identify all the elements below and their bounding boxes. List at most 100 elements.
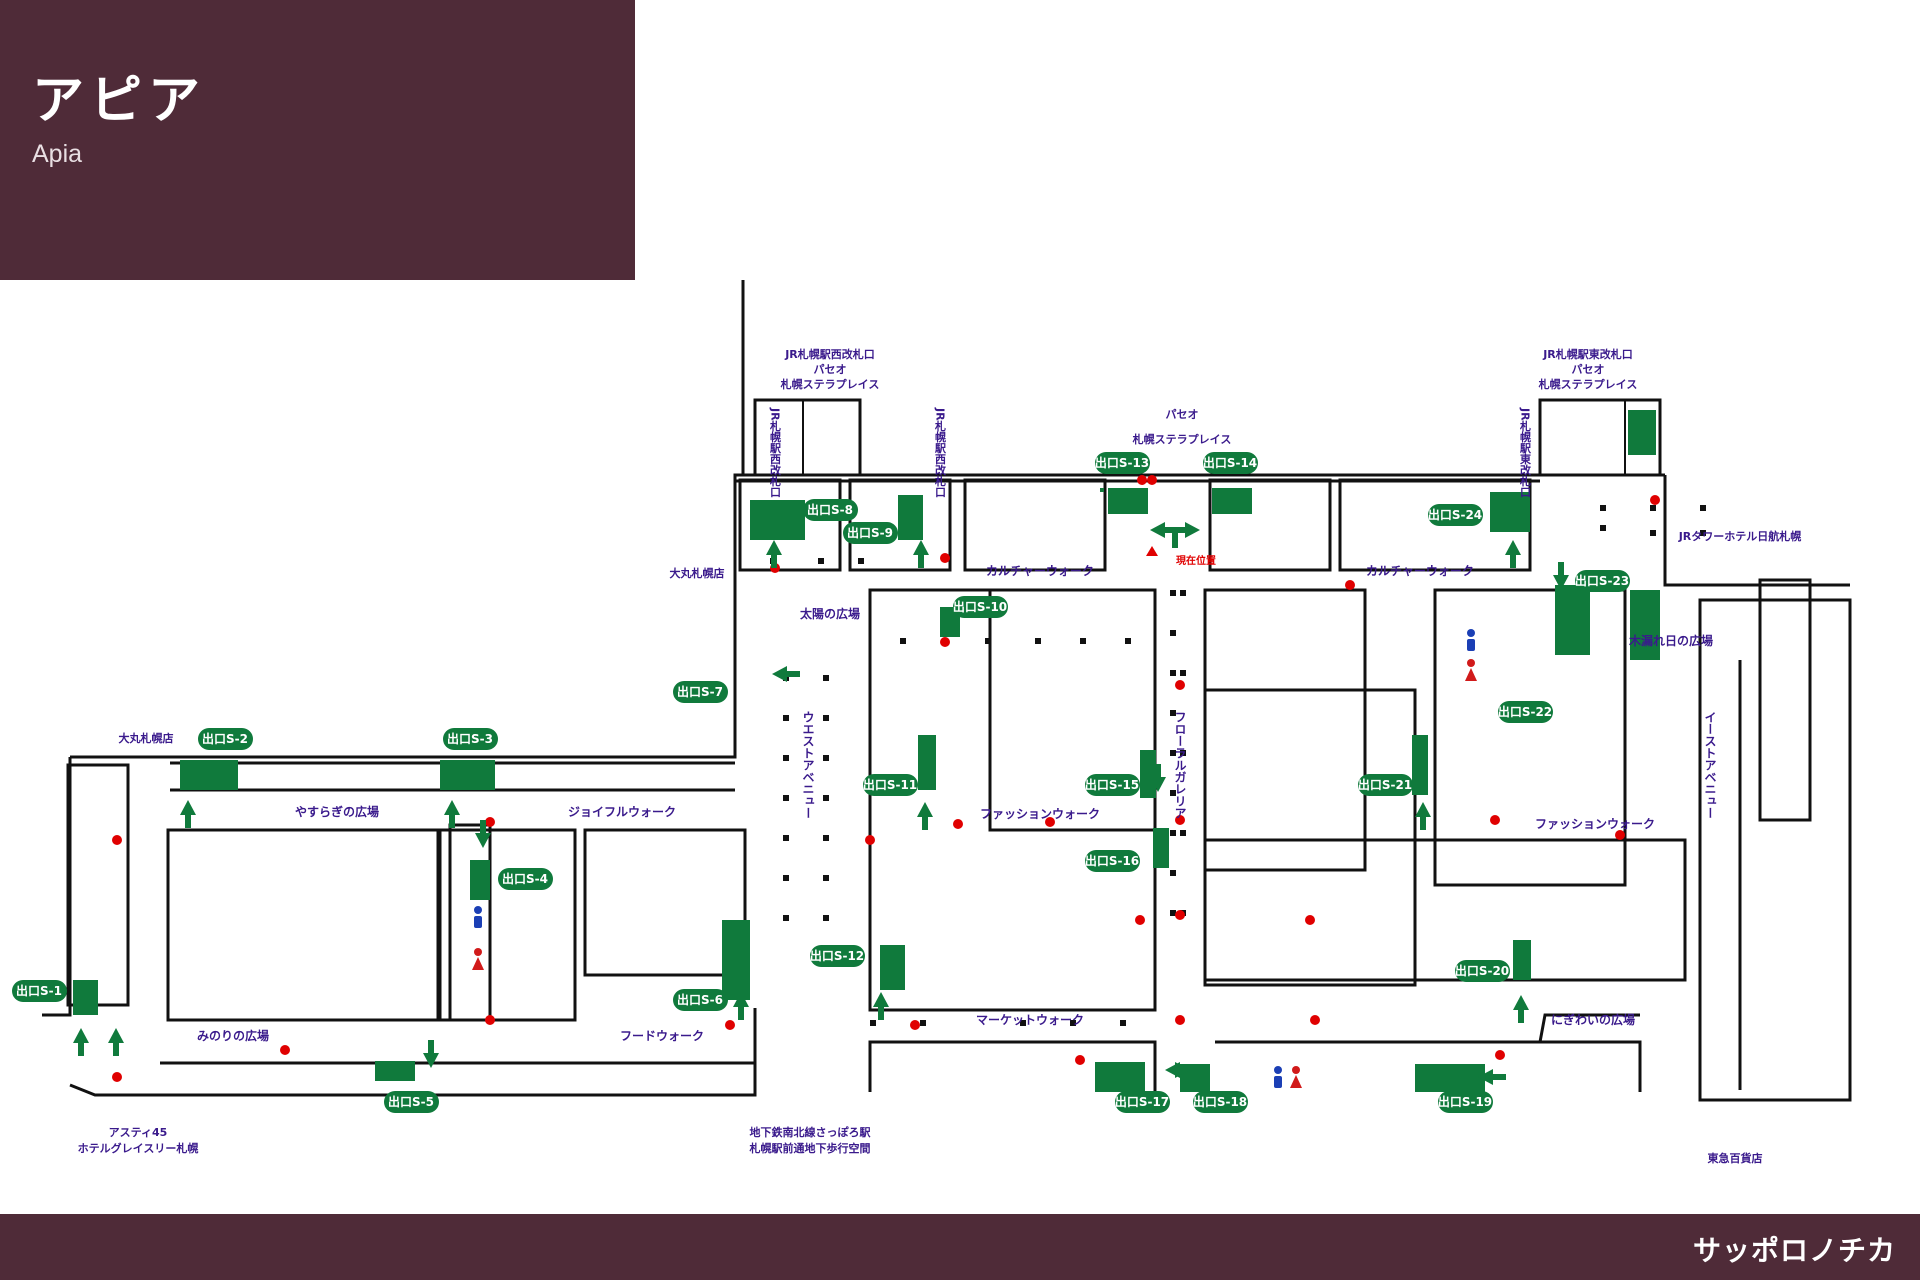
svg-text:出口S-9: 出口S-9 [847,525,893,540]
conn-jr-vertical-3: JR札幌駅東改札口 [1519,407,1533,498]
area-joyful: ジョイフルウォーク [568,805,676,819]
current-location-marker [1146,546,1158,556]
exit-badge-s8[interactable]: 出口S-8 [803,499,858,521]
brand-label: サッポロノチカ [1692,1234,1896,1267]
svg-text:出口S-17: 出口S-17 [1115,1094,1169,1109]
conn-tokyu: 東急百貨店 [1708,1151,1763,1165]
conn-subway-1: 地下鉄南北線さっぽろ駅 [750,1125,871,1139]
connection-labels: 大丸札幌店 大丸札幌店 JR札幌駅西改札口 パセオ 札幌ステラプレイス JR札幌… [78,347,1802,1165]
title-panel: アピア Apia [0,0,635,280]
area-culture-east: カルチャーウォーク [1366,564,1474,578]
exit-badge-s10[interactable]: 出口S-10 [953,596,1008,618]
svg-text:出口S-16: 出口S-16 [1085,853,1139,868]
current-location-label: 現在位置 [1176,554,1216,567]
svg-text:出口S-19: 出口S-19 [1438,1094,1492,1109]
exit-badge-s5[interactable]: 出口S-5 [384,1091,439,1113]
exit-badge-s9[interactable]: 出口S-9 [843,522,898,544]
exit-badge-s3[interactable]: 出口S-3 [443,728,498,750]
exit-badge-s1[interactable]: 出口S-1 [12,980,67,1002]
svg-text:出口S-15: 出口S-15 [1085,777,1139,792]
conn-jr-tower: JRタワーホテル日航札幌 [1678,529,1802,543]
area-east-avenue: イーストアベニュー [1703,711,1717,819]
restroom-icons [474,629,1475,1088]
svg-text:出口S-1: 出口S-1 [16,983,62,998]
exit-badge-s22[interactable]: 出口S-22 [1498,701,1553,723]
svg-text:出口S-5: 出口S-5 [388,1094,434,1109]
exit-badge-s15[interactable]: 出口S-15 [1085,774,1140,796]
svg-text:出口S-21: 出口S-21 [1358,777,1412,792]
conn-jr-vertical-1: JR札幌駅西改札口 [769,407,783,498]
footer-bar: サッポロノチカ [0,1214,1920,1280]
svg-text:出口S-4: 出口S-4 [502,871,548,886]
page-title: アピア [32,71,207,131]
map-walls [42,280,1852,1102]
floor-map: 出口S-1 出口S-2 出口S-3 出口S-4 出口S-5 出口S-6 出口S-… [12,280,1852,1165]
svg-text:出口S-11: 出口S-11 [863,777,917,792]
svg-text:出口S-8: 出口S-8 [807,502,853,517]
svg-text:出口S-7: 出口S-7 [677,684,723,699]
exit-badge-s16[interactable]: 出口S-16 [1085,850,1140,872]
restroom-female-icons [472,659,1477,1088]
svg-text:出口S-12: 出口S-12 [810,948,864,963]
exit-stairs [73,410,1660,1092]
conn-subway-2: 札幌駅前通地下歩行空間 [749,1141,871,1155]
exit-badge-s13[interactable]: 出口S-13 [1095,452,1150,474]
exit-badge-s18[interactable]: 出口S-18 [1193,1091,1248,1113]
exit-badge-s11[interactable]: 出口S-11 [863,774,918,796]
svg-text:出口S-24: 出口S-24 [1428,507,1482,522]
conn-paseo-mid-1: パセオ [1166,408,1199,421]
exit-badge-s19[interactable]: 出口S-19 [1438,1091,1493,1113]
area-floral-galleria: フローラルガレリア [1173,711,1187,819]
area-minori: みのりの広場 [197,1028,269,1043]
svg-text:出口S-3: 出口S-3 [447,731,493,746]
exit-badges: 出口S-1 出口S-2 出口S-3 出口S-4 出口S-5 出口S-6 出口S-… [12,452,1630,1113]
svg-text:出口S-10: 出口S-10 [953,599,1007,614]
area-food: フードウォーク [620,1029,704,1043]
exit-badge-s12[interactable]: 出口S-12 [810,945,865,967]
conn-jr-east-2: パセオ [1572,363,1605,376]
area-culture-west: カルチャーウォーク [986,564,1094,578]
svg-text:出口S-22: 出口S-22 [1498,704,1552,719]
exit-badge-s21[interactable]: 出口S-21 [1358,774,1413,796]
conn-jr-east-1: JR札幌駅東改札口 [1542,347,1633,361]
svg-text:出口S-13: 出口S-13 [1095,455,1149,470]
area-nigiwai: にぎわいの広場 [1551,1012,1635,1027]
svg-text:出口S-2: 出口S-2 [202,731,248,746]
exit-badge-s20[interactable]: 出口S-20 [1455,960,1510,982]
svg-text:出口S-14: 出口S-14 [1203,455,1257,470]
conn-jr-west-3: 札幌ステラプレイス [780,377,880,391]
green-arrows [73,522,1569,1085]
area-yasuragi: やすらぎの広場 [295,804,379,819]
svg-text:出口S-20: 出口S-20 [1455,963,1509,978]
area-taiyo: 太陽の広場 [800,606,860,621]
conn-paseo-mid-2: 札幌ステラプレイス [1132,432,1232,446]
exit-badge-s24[interactable]: 出口S-24 [1428,504,1483,526]
conn-daimaru-top: 大丸札幌店 [670,566,725,580]
area-fashion-west: ファッションウォーク [980,807,1100,821]
conn-daimaru-left: 大丸札幌店 [119,731,174,745]
area-west-avenue: ウエストアベニュー [801,711,815,819]
exit-badge-s14[interactable]: 出口S-14 [1203,452,1258,474]
conn-asty-1: アスティ45 [109,1126,168,1139]
conn-asty-2: ホテルグレイスリー札幌 [78,1141,199,1155]
svg-text:出口S-6: 出口S-6 [677,992,723,1007]
red-markers [112,475,1660,1082]
exit-badge-s23[interactable]: 出口S-23 [1575,570,1630,592]
exit-badge-s17[interactable]: 出口S-17 [1115,1091,1170,1113]
pillar-dots [770,505,1706,1026]
exit-badge-s2[interactable]: 出口S-2 [198,728,253,750]
area-fashion-east: ファッションウォーク [1535,817,1655,831]
svg-text:出口S-18: 出口S-18 [1193,1094,1247,1109]
area-komorebi: 木漏れ日の広場 [1628,633,1713,648]
conn-jr-west-2: パセオ [814,363,847,376]
conn-jr-west-1: JR札幌駅西改札口 [784,347,875,361]
area-labels: やすらぎの広場 ジョイフルウォーク みのりの広場 フードウォーク 太陽の広場 カ… [197,564,1717,1043]
exit-badge-s4[interactable]: 出口S-4 [498,868,553,890]
exit-badge-s7[interactable]: 出口S-7 [673,681,728,703]
area-market: マーケットウォーク [976,1013,1084,1027]
conn-jr-east-3: 札幌ステラプレイス [1538,377,1638,391]
exit-badge-s6[interactable]: 出口S-6 [673,989,728,1011]
page-subtitle: Apia [32,140,83,168]
svg-text:出口S-23: 出口S-23 [1575,573,1629,588]
conn-jr-vertical-2: JR札幌駅西改札口 [934,407,948,498]
